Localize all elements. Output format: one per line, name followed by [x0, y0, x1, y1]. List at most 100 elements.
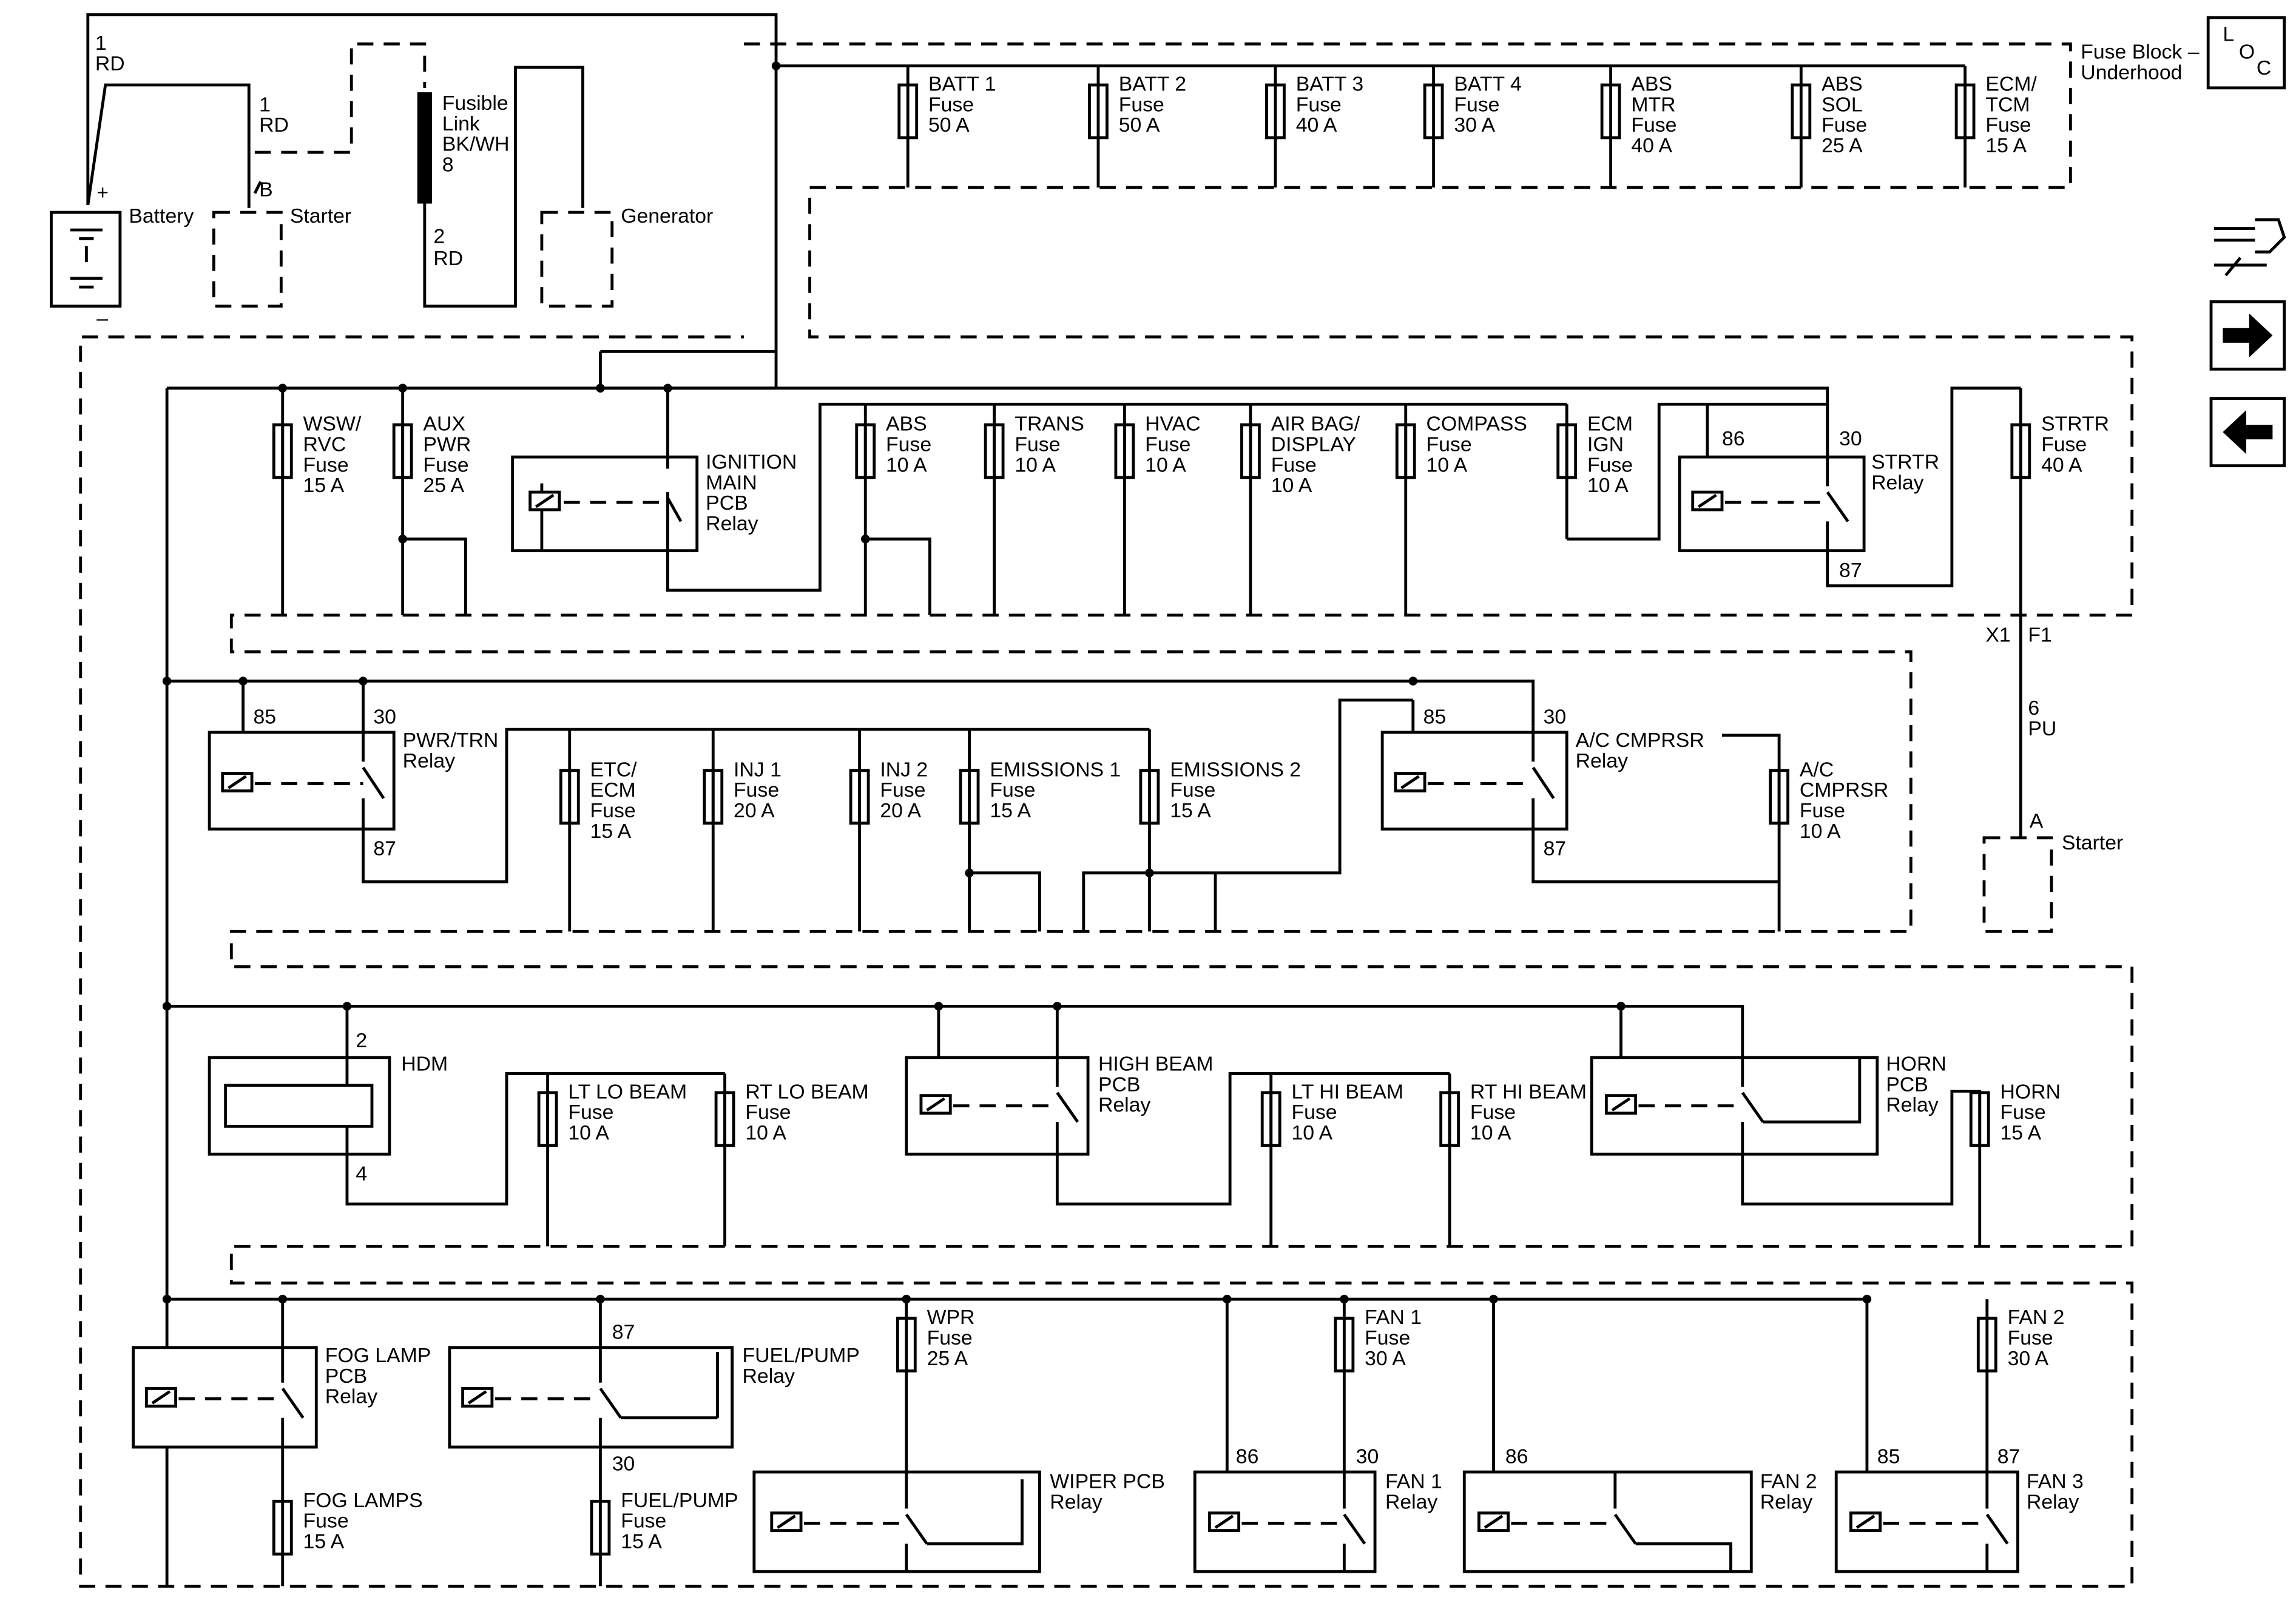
ac-pin-87: 87: [1544, 837, 1567, 860]
svg-text:Relay: Relay: [1385, 1490, 1437, 1513]
svg-text:FAN 3: FAN 3: [2027, 1470, 2084, 1493]
arrow-left-icon[interactable]: [2209, 397, 2286, 468]
fuse-label-etc-ecm: ETC/: [590, 758, 638, 781]
fuse-label-air-bag: 10 A: [1271, 474, 1312, 497]
fuse-label-ecm-ign: Fuse: [1587, 453, 1633, 476]
fuse-label-inj-1: Fuse: [734, 778, 779, 802]
fuse-label-ac-cmprsr: Fuse: [1800, 799, 1845, 822]
pwr-pin-30: 30: [373, 705, 396, 728]
fuse-label-emissions-1: 15 A: [990, 799, 1031, 822]
fuse-label-abs: ABS: [886, 413, 927, 436]
fan1-relay: [1193, 1299, 1377, 1573]
fuse-label-emissions-2: 15 A: [1170, 799, 1211, 822]
svg-text:FAN 2: FAN 2: [1760, 1470, 1817, 1493]
svg-text:Relay: Relay: [1576, 749, 1628, 772]
svg-text:Relay: Relay: [1098, 1093, 1150, 1116]
hdm-pin-2: 2: [356, 1029, 367, 1052]
horn-relay: [1590, 1006, 1982, 1247]
fuse-label-batt-3: Fuse: [1296, 93, 1342, 116]
fuse-label-strtr: STRTR: [2041, 413, 2109, 436]
svg-text:PCB: PCB: [1886, 1073, 1928, 1096]
fuse-label-emissions-1: EMISSIONS 1: [990, 758, 1121, 781]
fuse-label-fan-1: 30 A: [1365, 1347, 1406, 1370]
fuse-label-etc-ecm: ECM: [590, 778, 636, 802]
fuse-label-fog-lamps: 15 A: [303, 1530, 345, 1553]
starter-component: [212, 211, 283, 308]
fuse-label-fuel-pump: 15 A: [621, 1530, 662, 1553]
hdm-pin-4: 4: [356, 1163, 367, 1186]
fuse-label-batt-1: Fuse: [928, 93, 974, 116]
strtr-relay: [1678, 387, 2021, 587]
ac-pin-30: 30: [1544, 705, 1567, 728]
battery: [50, 211, 122, 308]
fuel-pin-30: 30: [612, 1453, 635, 1476]
fuse-label-rt-lo-beam: 10 A: [745, 1121, 786, 1144]
svg-text:IGNITION: IGNITION: [706, 450, 797, 473]
fuse-label-emissions-2: Fuse: [1170, 778, 1215, 802]
high-beam-relay-label: HIGH BEAM PCB Relay: [1098, 1053, 1214, 1117]
fuse-label-air-bag: AIR BAG/: [1271, 413, 1360, 436]
svg-text:WIPER PCB: WIPER PCB: [1050, 1470, 1165, 1493]
strtr-pin-87: 87: [1839, 559, 1862, 582]
fuse-label-ac-cmprsr: 10 A: [1800, 820, 1841, 843]
strtr-pin-86: 86: [1722, 427, 1745, 450]
svg-text:PCB: PCB: [1098, 1073, 1140, 1096]
fuse-label-trans: TRANS: [1015, 413, 1084, 436]
wire-6: 6: [2028, 697, 2039, 720]
svg-text:FAN 1: FAN 1: [1385, 1470, 1442, 1493]
arrow-right-icon[interactable]: [2209, 300, 2286, 371]
pwr-pin-85: 85: [253, 705, 276, 728]
connector-wrench-icon[interactable]: [2213, 218, 2286, 277]
loc-icon[interactable]: L O C: [2206, 16, 2286, 90]
ac-cmprsr-relay: [1380, 700, 1781, 932]
fusible-link-label: Fusible Link BK/WH 8: [442, 92, 510, 176]
fuse-label-fog-lamps: FOG LAMPS: [303, 1489, 423, 1512]
svg-text:PWR/TRN: PWR/TRN: [403, 729, 499, 752]
fuse-label-inj-2: Fuse: [880, 778, 925, 802]
wiper-relay: [752, 1299, 1041, 1573]
svg-text:BK/WH: BK/WH: [442, 133, 510, 156]
fuse-label-aux-pwr: AUX: [423, 413, 465, 436]
fuse-label-rt-lo-beam: Fuse: [745, 1101, 791, 1124]
svg-text:Fuse Block –: Fuse Block –: [2081, 41, 2199, 64]
row-4: FOG LAMP PCB Relay 87 30 FUEL/PUMP Relay: [132, 1294, 2084, 1587]
fuse-label-batt-2: Fuse: [1119, 93, 1164, 116]
fuse-label-aux-pwr: PWR: [423, 433, 471, 456]
ignition-relay-label: IGNITION MAIN PCB Relay: [706, 450, 797, 535]
fuse-label-fan-1: Fuse: [1365, 1326, 1410, 1349]
fuse-block-title: Fuse Block – Underhood: [2081, 41, 2199, 84]
svg-text:MAIN: MAIN: [706, 471, 757, 494]
fuse-label-lt-hi-beam: Fuse: [1292, 1101, 1337, 1124]
connector-f1: F1: [2028, 623, 2051, 646]
fuse-label-wpr: Fuse: [927, 1326, 973, 1349]
fan3-relay: [1834, 1299, 2019, 1573]
fuse-label-ecm-tcm: TCM: [1985, 93, 2030, 116]
generator-label: Generator: [621, 204, 713, 228]
fuse-label-fan-1: FAN 1: [1365, 1306, 1422, 1329]
fuse-label-abs: Fuse: [886, 433, 931, 456]
starter-label: Starter: [290, 204, 351, 228]
fuse-label-lt-lo-beam: 10 A: [568, 1121, 609, 1144]
fuse-label-inj-2: 20 A: [880, 799, 921, 822]
fuse-label-strtr: Fuse: [2041, 433, 2087, 456]
fuse-label-batt-2: BATT 2: [1119, 73, 1186, 96]
fuel-pump-relay: [448, 1299, 734, 1587]
starter-pin-b: B: [259, 178, 273, 201]
svg-text:Relay: Relay: [743, 1365, 795, 1388]
svg-text:FOG LAMP: FOG LAMP: [325, 1344, 431, 1367]
fuse-label-lt-hi-beam: LT HI BEAM: [1292, 1080, 1404, 1103]
